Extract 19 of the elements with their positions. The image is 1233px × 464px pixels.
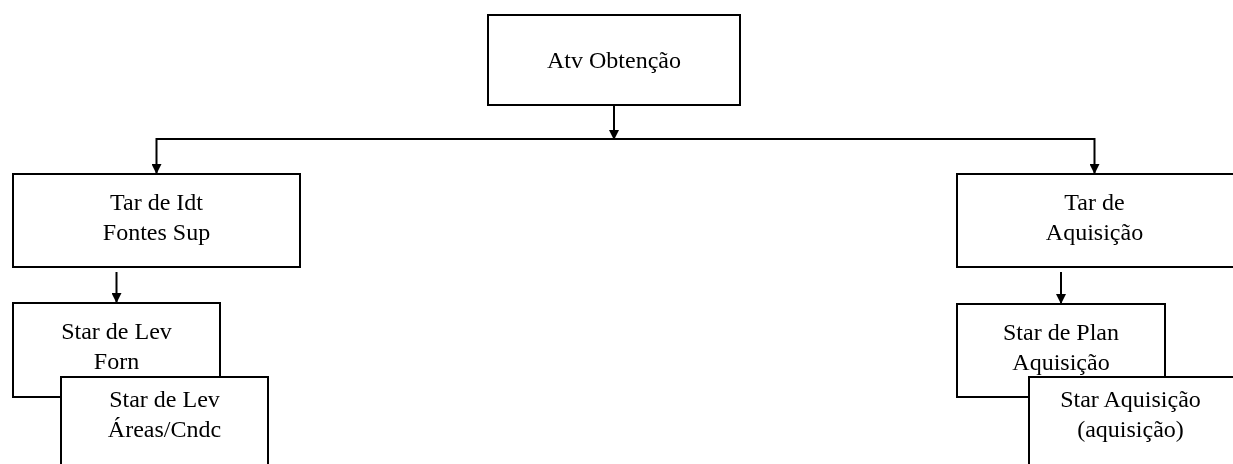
process-box [12,173,301,268]
box-label: Tar de Aquisição [1044,188,1145,247]
box-label: Atv Obtenção [547,46,681,75]
box-label: Star de Lev Áreas/Cndc [106,385,223,444]
arrow [111,271,122,303]
process-box [60,376,269,464]
box-label: Star Aquisição (aquisição) [1059,385,1202,444]
arrow [613,138,1100,174]
process-box [956,173,1233,268]
box-label: Tar de Idt Fontes Sup [101,188,212,247]
arrow [1056,271,1066,304]
arrow [151,138,615,174]
arrow [609,105,619,140]
process-box [12,302,221,376]
process-box [487,14,741,106]
box-label: Star de Plan Aquisição [1002,318,1120,377]
box-label: Star de Lev Forn [60,317,173,376]
process-box [956,303,1166,376]
process-box [1028,376,1233,464]
